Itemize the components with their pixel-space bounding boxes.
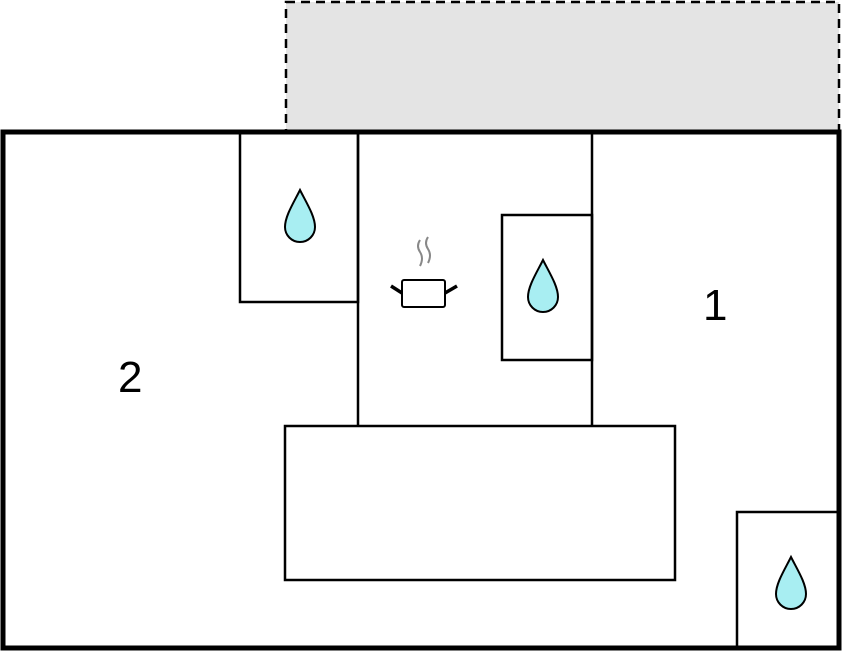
water-drop-icon xyxy=(774,554,808,610)
bathroom-bottom-right xyxy=(735,510,841,650)
water-drop-icon xyxy=(526,257,560,313)
room-label-1: 1 xyxy=(703,281,727,330)
bathroom-center xyxy=(500,213,594,362)
central-block xyxy=(283,424,677,582)
outer-wall xyxy=(0,129,842,651)
room-label-2: 2 xyxy=(118,353,142,402)
terrace xyxy=(284,0,841,134)
cooking-pot-icon xyxy=(390,236,458,308)
water-drop-icon xyxy=(283,187,317,243)
